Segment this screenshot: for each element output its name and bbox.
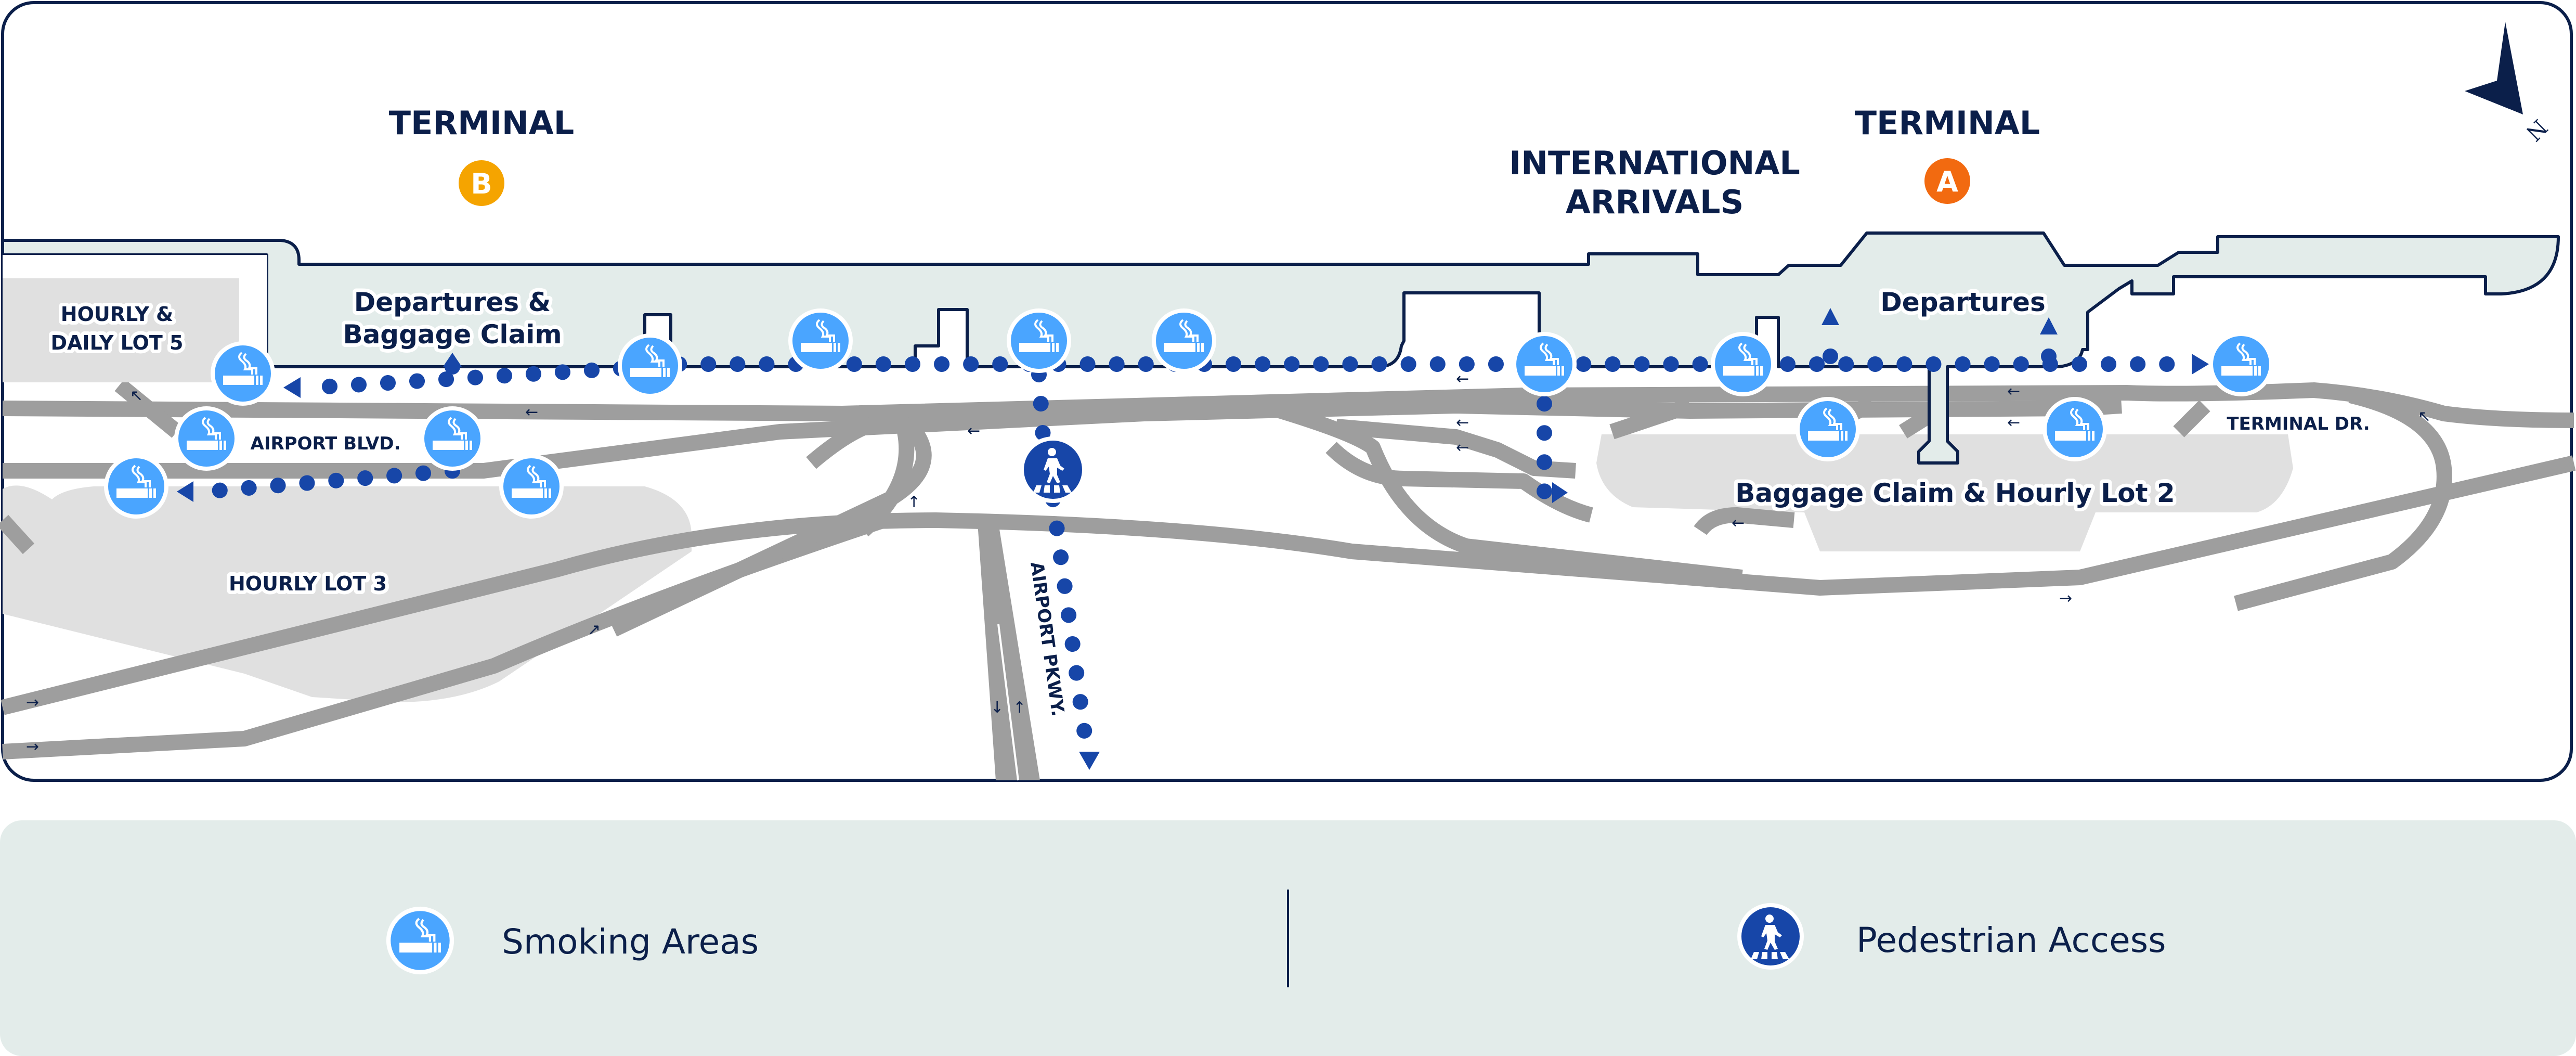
terminal-a-badge-letter: A	[1936, 165, 1958, 198]
terminal-a-title: TERMINAL	[1855, 104, 2040, 142]
terminal-a-heading: TERMINAL A	[1851, 100, 2044, 208]
svg-text:←: ←	[1456, 439, 1469, 457]
svg-text:↗: ↗	[588, 621, 601, 639]
svg-text:←: ←	[1732, 514, 1745, 532]
svg-text:←: ←	[1456, 370, 1469, 388]
terminal-a-badge	[1924, 158, 1970, 204]
international-arrivals-line2: ARRIVALS	[1566, 183, 1744, 221]
smoking-area-icon	[173, 405, 240, 472]
terminal-b-title: TERMINAL	[389, 104, 575, 142]
smoking-area-icon	[1794, 396, 1861, 462]
airport-blvd-label: AIRPORT BLVD.	[251, 433, 401, 454]
svg-text:→: →	[2059, 589, 2072, 608]
smoking-area-icon	[1511, 331, 1578, 397]
smoking-area-icon	[1006, 307, 1072, 374]
terminal-a-departures-label: Departures	[1880, 287, 2045, 317]
legend-smoking-icon	[386, 907, 454, 974]
svg-text:→: →	[26, 693, 39, 712]
lot-2-area	[1596, 434, 2293, 551]
pedestrian-crossing-icon	[1020, 436, 1086, 503]
svg-text:↑: ↑	[1013, 699, 1026, 717]
smoking-area-icon	[1151, 307, 1217, 374]
lot-3-label: HOURLY LOT 3	[229, 572, 387, 595]
terminal-b-zone-line1: Departures &	[354, 287, 551, 317]
lot-5-label-line1: HOURLY &	[61, 303, 173, 326]
legend-pedestrian-label: Pedestrian Access	[1856, 920, 2166, 960]
legend: Smoking Areas Pedestrian Access	[0, 820, 2576, 1056]
svg-text:→: →	[26, 738, 39, 756]
lot-5-label-line2: DAILY LOT 5	[51, 331, 184, 354]
terminal-b-heading: TERMINAL B	[385, 100, 578, 210]
terminal-dr-label: TERMINAL DR.	[2227, 414, 2370, 434]
smoking-area-icon	[1710, 331, 1776, 397]
smoking-area-icon	[498, 453, 565, 520]
svg-text:←: ←	[2007, 382, 2020, 401]
smoking-area-icon	[617, 332, 683, 399]
smoking-area-icon	[787, 307, 854, 374]
international-arrivals-line1: INTERNATIONAL	[1509, 144, 1800, 182]
terminal-b-zone-line2: Baggage Claim	[343, 319, 562, 350]
terminal-building	[1, 231, 2560, 465]
svg-text:←: ←	[1456, 414, 1469, 432]
road-direction-arrows: ← ← ← ← ← ← ← ← → → → ↗ ↑ ↓ ↑ ↖ ↖	[26, 370, 2431, 756]
pedestrian-walkways	[177, 308, 2209, 770]
svg-text:↖: ↖	[130, 387, 143, 405]
svg-text:↑: ↑	[907, 493, 920, 511]
legend-smoking-label: Smoking Areas	[502, 922, 759, 962]
legend-pedestrian-icon	[1737, 903, 1804, 970]
terminal-b-badge	[459, 160, 504, 206]
svg-text:↖: ↖	[2418, 407, 2431, 426]
svg-text:←: ←	[967, 422, 980, 440]
smoking-area-icon	[210, 340, 276, 407]
smoking-area-icon	[2208, 331, 2274, 397]
terminal-b-badge-letter: B	[471, 168, 492, 200]
smoking-area-icon	[419, 405, 486, 472]
smoking-area-icon	[2041, 396, 2108, 462]
svg-text:↓: ↓	[991, 699, 1004, 717]
lot-2-label: Baggage Claim & Hourly Lot 2	[1735, 478, 2175, 508]
smoking-area-icon	[103, 453, 170, 520]
compass-arrow-icon	[2465, 22, 2523, 114]
svg-text:←: ←	[2007, 414, 2020, 432]
svg-text:←: ←	[525, 403, 538, 421]
